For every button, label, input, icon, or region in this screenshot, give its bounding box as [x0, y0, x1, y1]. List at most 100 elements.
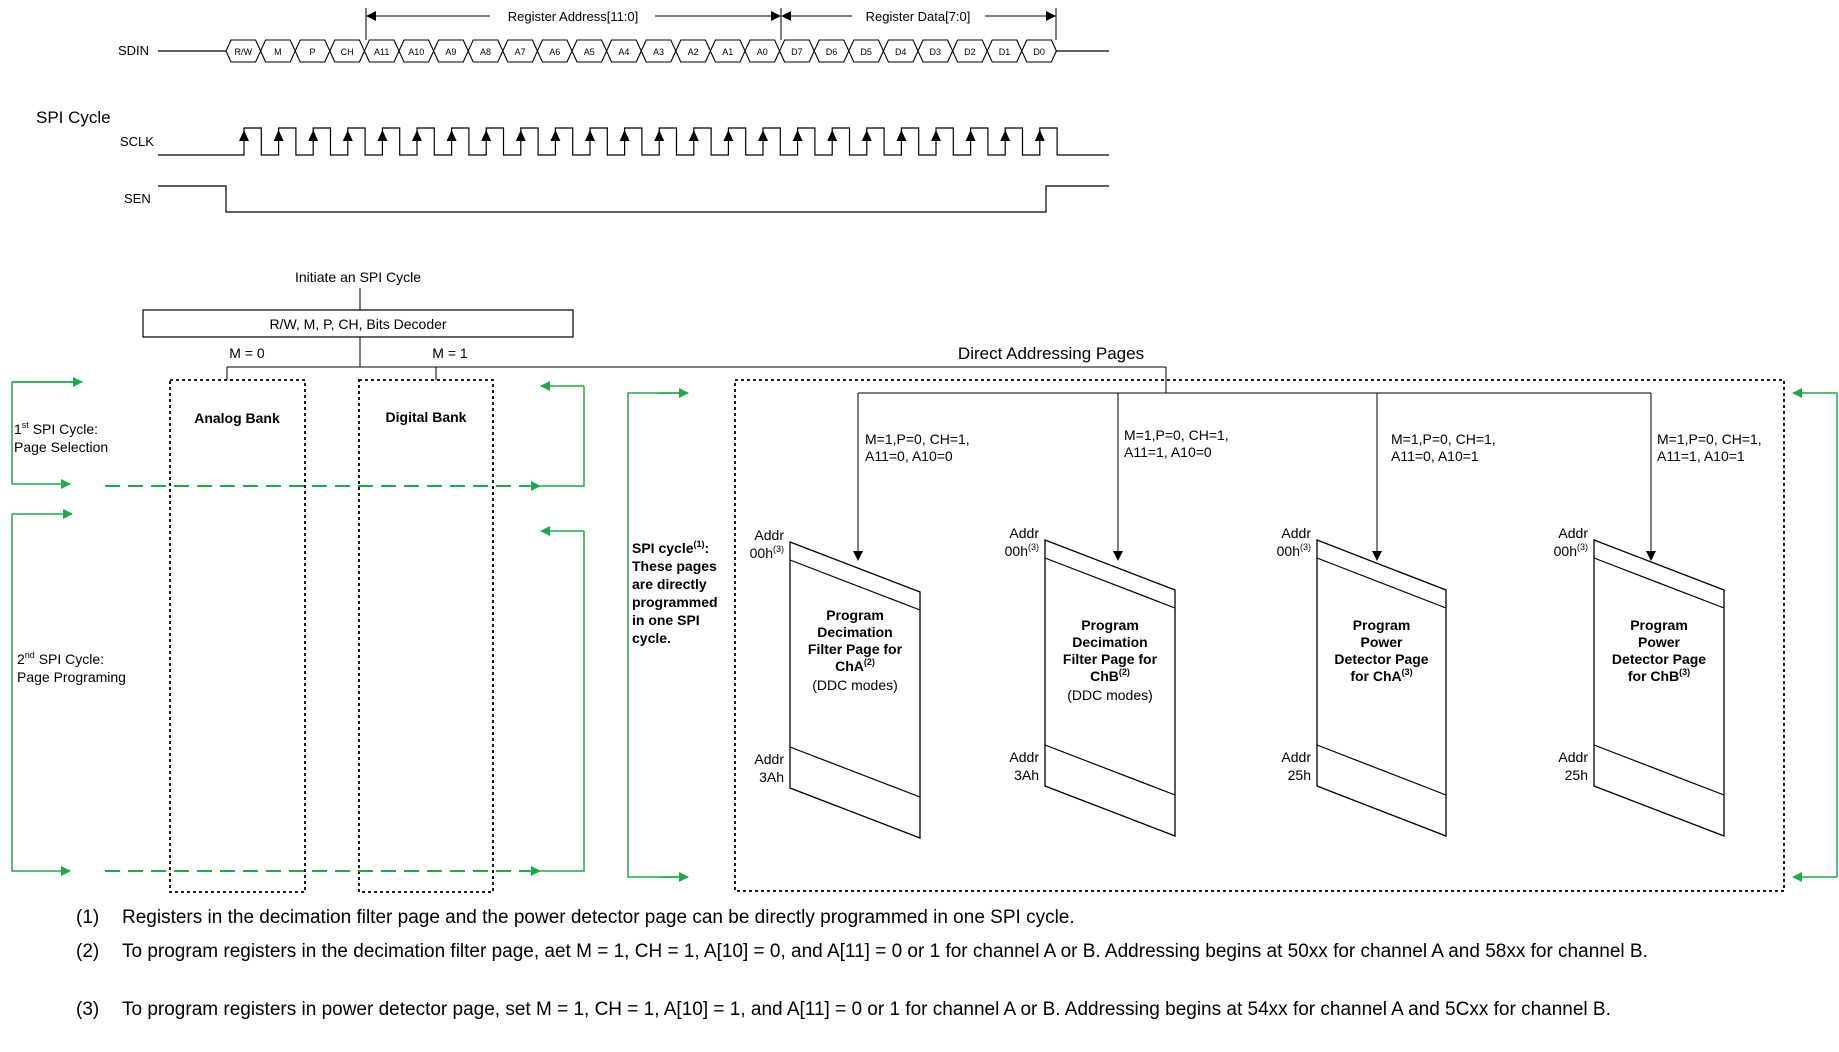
sclk-rising-edge-arrow: [239, 130, 249, 141]
page-bottom-row-divider: [1593, 744, 1725, 796]
sdin-bit-label: P: [309, 47, 315, 57]
footnote-2-number: (2): [76, 941, 100, 962]
sclk-rising-edge-arrow: [342, 130, 353, 141]
sen-waveform: [158, 185, 1109, 213]
analog-bank-label: Analog Bank: [194, 410, 280, 426]
second-cycle-label: 2nd SPI Cycle:: [17, 650, 104, 667]
page-addr-top-label: Addr: [1558, 525, 1588, 541]
sclk-label: SCLK: [120, 134, 154, 149]
sdin-bit-label: D6: [826, 47, 838, 57]
sdin-bit-label: D5: [860, 47, 872, 57]
sen-label: SEN: [124, 191, 151, 206]
direct-page-2: M=1,P=0, CH=1,A11=1, A10=0Addr00h(3)Addr…: [1005, 393, 1229, 837]
page-flow: Initiate an SPI Cycle R/W, M, P, CH, Bit…: [11, 269, 1838, 893]
direct-page-3: M=1,P=0, CH=1,A11=0, A10=1Addr00h(3)Addr…: [1277, 393, 1496, 837]
page-addr-bottom-label: Addr: [1558, 749, 1588, 765]
page-title-channel: for ChA(3): [1350, 667, 1412, 684]
page-condition-1: M=1,P=0, CH=1,: [1657, 431, 1762, 447]
direct-page-4: M=1,P=0, CH=1,A11=1, A10=1Addr00h(3)Addr…: [1554, 393, 1762, 837]
page-title-line: Program: [1353, 617, 1411, 633]
m1-label: M = 1: [432, 345, 468, 361]
sclk-rising-edge-arrow: [654, 130, 665, 141]
bank-right-bracket-bottom: [540, 531, 585, 872]
sdin-label: SDIN: [118, 43, 149, 58]
sclk-rising-edge-arrow: [619, 130, 630, 141]
direct-addressing-box: [734, 379, 1785, 892]
page-addr-top-label: Addr: [1281, 525, 1311, 541]
page-addr-bottom-label: Addr: [754, 751, 784, 767]
footnote-1-text: Registers in the decimation filter page …: [122, 907, 1075, 928]
page-title-line: Program: [826, 607, 884, 623]
page-addr-top-label: Addr: [1009, 525, 1039, 541]
sclk-rising-edge-arrow: [550, 130, 561, 141]
second-cycle-sublabel: Page Programing: [17, 669, 126, 685]
page-addr-top-value: 00h(3): [1554, 542, 1588, 559]
sdin-bit-label: M: [274, 47, 282, 57]
sclk-waveform: [158, 127, 1109, 156]
page-addr-bottom-value: 3Ah: [1014, 767, 1039, 783]
sdin-bit-label: D1: [999, 47, 1011, 57]
page-top-row-divider: [1593, 557, 1725, 609]
sdin-bit-label: D7: [791, 47, 803, 57]
sclk-rising-edge-arrow: [273, 130, 284, 141]
page-top-row-divider: [1316, 557, 1447, 609]
sclk-rising-edge-arrow: [723, 130, 734, 141]
page-title-line: Detector Page: [1612, 651, 1706, 667]
page-addr-top-value: 00h(3): [1005, 542, 1039, 559]
page-title-channel: ChA(2): [835, 657, 875, 674]
direct-pages-label: Direct Addressing Pages: [958, 344, 1144, 363]
spi-diagram: Register Address[11:0] Register Data[7:0…: [11, 8, 1838, 893]
page-addr-top-value: 00h(3): [750, 544, 784, 561]
footnote-2-text: To program registers in the decimation f…: [122, 941, 1648, 962]
sdin-bit-label: A5: [584, 47, 595, 57]
page-subtitle: (DDC modes): [1067, 687, 1153, 703]
sclk-rising-edge-arrow: [688, 130, 699, 141]
sclk-rising-edge-arrow: [792, 130, 803, 141]
analog-bank-box: [169, 379, 306, 893]
page-condition-2: A11=0, A10=1: [1391, 448, 1479, 464]
footnote-1-number: (1): [76, 907, 100, 928]
page-title-line: Filter Page for: [1063, 651, 1158, 667]
sdin-bit-label: A10: [408, 47, 424, 57]
page-addr-bottom-value: 25h: [1288, 767, 1311, 783]
timing-diagram: Register Address[11:0] Register Data[7:0…: [36, 8, 1109, 213]
sdin-bit-label: A6: [549, 47, 560, 57]
sdin-bit-label: A7: [515, 47, 526, 57]
sdin-bit-label: A4: [618, 47, 629, 57]
sdin-bit-label: D3: [930, 47, 942, 57]
page-addr-bottom-value: 25h: [1565, 767, 1588, 783]
sdin-bit-label: R/W: [235, 47, 253, 57]
spi-note-line-4: in one SPI: [632, 612, 700, 628]
sclk-rising-edge-arrow: [758, 130, 768, 141]
sclk-rising-edge-arrow: [827, 130, 838, 141]
reg-data-label: Register Data[7:0]: [866, 9, 971, 24]
sclk-rising-edge-arrow: [412, 130, 422, 141]
page-title-channel: for ChB(3): [1628, 667, 1690, 684]
spi-note-title: SPI cycle(1):: [632, 539, 709, 556]
sdin-bit-label: A0: [757, 47, 768, 57]
spi-note-line-1: These pages: [632, 558, 717, 574]
sclk-rising-edge-arrow: [515, 130, 526, 141]
sclk-rising-edge-arrow: [896, 130, 907, 141]
page-register-stack: [1316, 539, 1447, 837]
sclk-rising-edge-arrow: [377, 130, 388, 141]
page-title-line: Filter Page for: [808, 641, 903, 657]
spi-cycle-label: SPI Cycle: [36, 108, 111, 127]
spi-note-line-2: are directly: [632, 576, 707, 592]
sclk-rising-edge-arrow: [585, 130, 595, 141]
page-subtitle: (DDC modes): [812, 677, 898, 693]
sclk-rising-edge-arrow: [481, 130, 492, 141]
sdin-bit-label: A8: [480, 47, 491, 57]
page-addr-bottom-label: Addr: [1281, 749, 1311, 765]
page-title-line: Program: [1081, 617, 1139, 633]
bank-right-bracket-top: [540, 386, 585, 487]
initiate-label: Initiate an SPI Cycle: [295, 269, 421, 285]
m0-label: M = 0: [229, 345, 265, 361]
direct-cycle-bracket: [627, 392, 687, 878]
page-top-row-divider: [789, 559, 921, 611]
page-condition-1: M=1,P=0, CH=1,: [865, 431, 970, 447]
sdin-bit-label: A1: [722, 47, 733, 57]
sdin-bit-label: D4: [895, 47, 907, 57]
page-register-stack: [1593, 539, 1725, 837]
